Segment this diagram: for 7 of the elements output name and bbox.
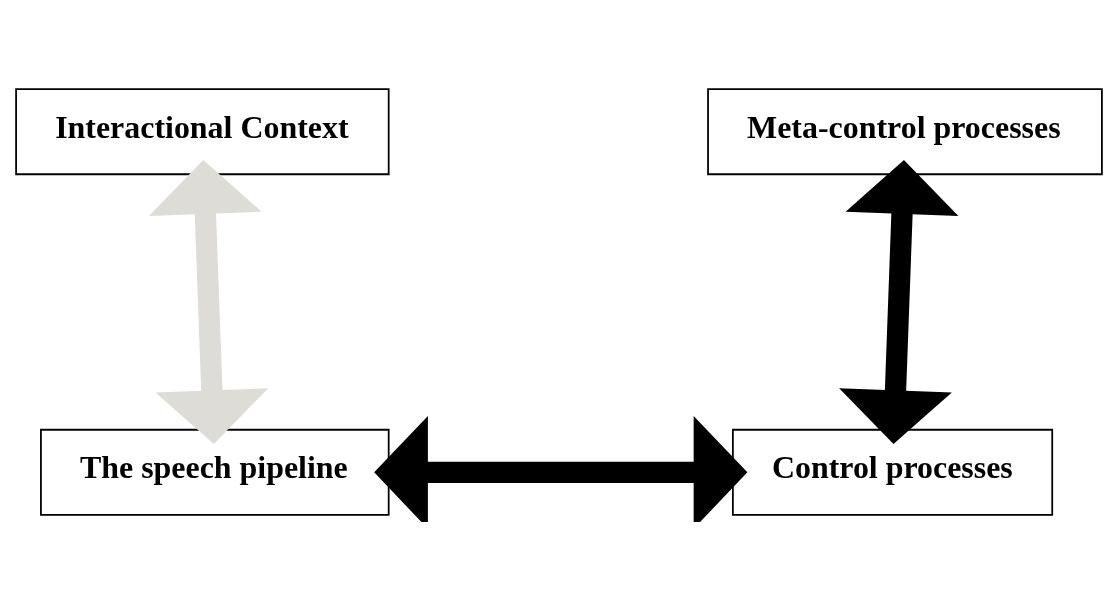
node-box: Interactional Context xyxy=(15,87,390,175)
arrow xyxy=(839,159,959,444)
node-box: The speech pipeline xyxy=(40,428,390,516)
arrow xyxy=(374,415,748,522)
node-box: Meta-control processes xyxy=(707,87,1103,175)
arrow xyxy=(148,159,269,444)
node-box: Control processes xyxy=(732,428,1054,516)
